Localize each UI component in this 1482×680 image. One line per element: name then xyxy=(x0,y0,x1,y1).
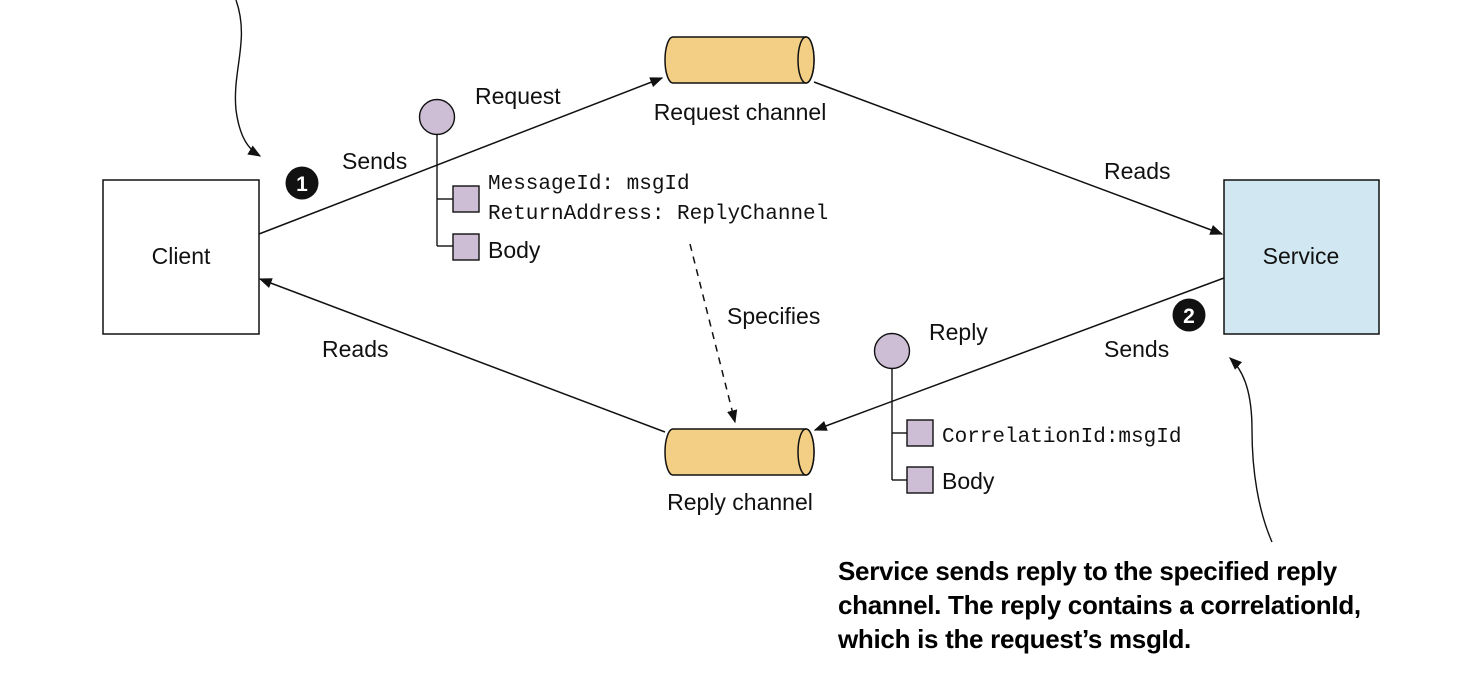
step-1-badge: 1 xyxy=(285,166,319,200)
request-body-icon xyxy=(452,233,480,261)
reply-body-icon xyxy=(906,466,934,494)
request-message-icon xyxy=(418,98,456,136)
reply-channel-label: Reply channel xyxy=(667,489,813,515)
request-header-line1: MessageId: msgId xyxy=(488,173,690,196)
request-body-label: Body xyxy=(488,237,541,263)
callout-line-2: channel. The reply contains a correlatio… xyxy=(838,590,1361,620)
specifies-label: Specifies xyxy=(727,303,820,329)
request-channel: Request channel xyxy=(654,36,827,125)
callout-line-1: Service sends reply to the specified rep… xyxy=(838,556,1337,586)
service-reads-label: Reads xyxy=(1104,158,1170,184)
bottom-callout-arrow xyxy=(1229,357,1273,543)
reply-channel: Reply channel xyxy=(664,428,815,515)
step-2-number: 2 xyxy=(1183,305,1195,328)
reply-header-line: CorrelationId:msgId xyxy=(942,426,1181,449)
step-2-badge: 2 xyxy=(1172,298,1206,332)
service-label: Service xyxy=(1263,243,1340,269)
service-node: Service xyxy=(1223,179,1380,335)
reply-message-icon xyxy=(873,332,911,370)
client-sends-label: Sends xyxy=(342,148,407,174)
client-reads-arrow xyxy=(258,278,666,433)
reply-header-icon xyxy=(906,419,934,447)
reply-message-title: Reply xyxy=(929,319,988,345)
service-reply-callout: Service sends reply to the specified rep… xyxy=(838,554,1458,656)
service-sends-label: Sends xyxy=(1104,336,1169,362)
specifies-arrow xyxy=(689,243,738,424)
client-node: Client xyxy=(102,179,260,335)
callout-line-3: which is the request’s msgId. xyxy=(838,624,1191,654)
client-sends-arrow xyxy=(258,77,664,235)
reply-body-label: Body xyxy=(942,468,995,494)
step-1-number: 1 xyxy=(296,173,308,196)
service-sends-arrow xyxy=(813,277,1225,431)
request-channel-label: Request channel xyxy=(654,99,827,125)
request-message-title: Request xyxy=(475,83,561,109)
client-reads-label: Reads xyxy=(322,336,388,362)
client-label: Client xyxy=(152,243,211,269)
reply-message: Reply CorrelationId:msgId Body xyxy=(873,319,1181,494)
request-message: Request MessageId: msgId ReturnAddress: … xyxy=(418,83,828,263)
request-header-icon xyxy=(452,185,480,213)
service-reads-arrow xyxy=(813,81,1224,235)
top-callout-arrow xyxy=(234,0,262,157)
request-header-line2: ReturnAddress: ReplyChannel xyxy=(488,203,828,226)
